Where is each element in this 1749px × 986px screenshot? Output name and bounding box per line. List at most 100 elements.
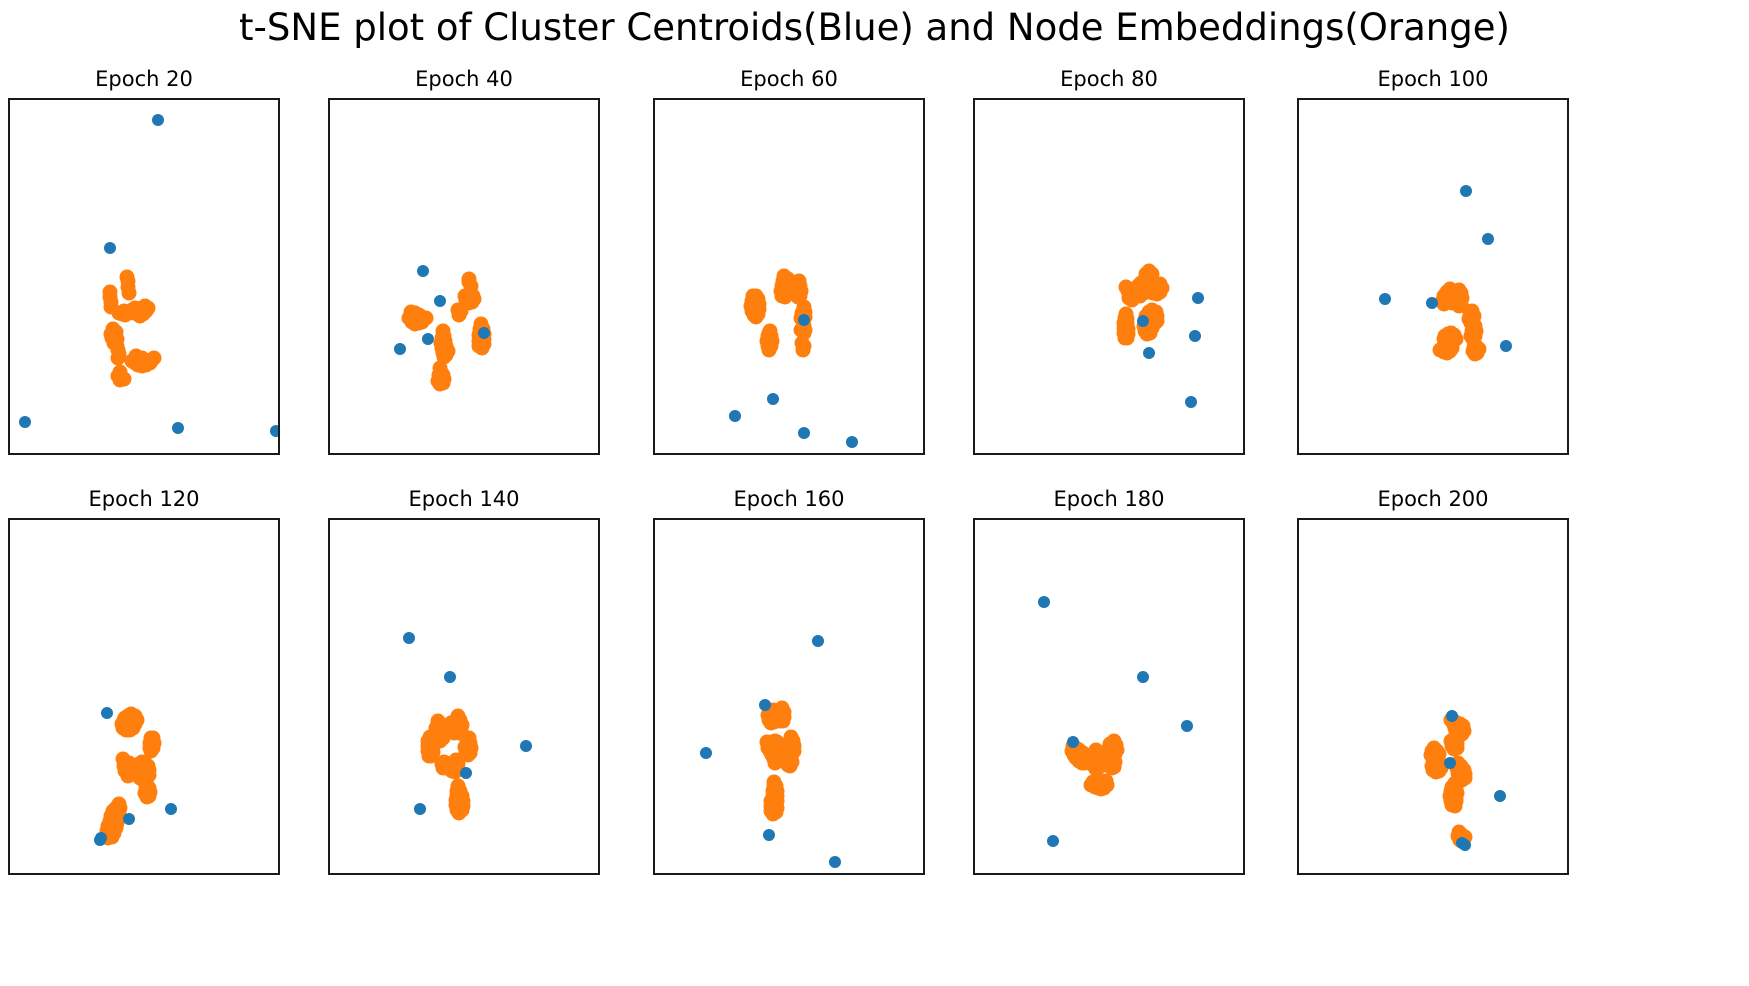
cluster-centroid-point xyxy=(477,327,490,340)
plot-area xyxy=(328,98,600,455)
plot-area xyxy=(973,98,1245,455)
cluster-centroid-point xyxy=(460,767,472,780)
node-embedding-point xyxy=(102,284,118,300)
subplot-epoch-180: Epoch 180 xyxy=(973,487,1245,875)
plot-area xyxy=(973,518,1245,875)
cluster-centroid-point xyxy=(1137,671,1150,684)
cluster-centroid-point xyxy=(1426,296,1439,309)
node-embedding-point xyxy=(769,800,785,816)
cluster-centroid-point xyxy=(18,415,31,428)
node-embedding-point xyxy=(761,325,777,341)
cluster-centroid-point xyxy=(1379,293,1392,306)
cluster-centroid-point xyxy=(403,631,416,644)
node-embedding-point xyxy=(125,720,141,736)
figure-title: t-SNE plot of Cluster Centroids(Blue) an… xyxy=(239,6,1510,49)
cluster-centroid-point xyxy=(828,856,841,868)
subplot-title: Epoch 80 xyxy=(1060,67,1158,91)
node-embedding-point xyxy=(1466,339,1482,355)
cluster-centroid-point xyxy=(1038,596,1051,609)
node-embedding-point xyxy=(1073,748,1089,764)
subplot-title: Epoch 20 xyxy=(95,67,193,91)
node-embedding-point xyxy=(795,342,811,358)
cluster-centroid-point xyxy=(699,746,712,759)
node-embedding-point xyxy=(1117,310,1133,326)
node-embedding-point xyxy=(1462,306,1478,322)
node-embedding-point xyxy=(459,734,475,750)
node-embedding-point xyxy=(449,783,465,799)
node-embedding-point xyxy=(1087,744,1103,760)
cluster-centroid-point xyxy=(413,803,426,816)
node-embedding-point xyxy=(772,702,788,718)
node-embedding-point xyxy=(1464,323,1480,339)
cluster-centroid-point xyxy=(1180,720,1193,733)
node-embedding-point xyxy=(1424,758,1440,774)
subplot-epoch-80: Epoch 80 xyxy=(973,67,1245,455)
cluster-centroid-point xyxy=(421,333,434,346)
node-embedding-point xyxy=(106,810,122,826)
cluster-centroid-point xyxy=(152,113,165,126)
cluster-centroid-point xyxy=(172,421,185,434)
cluster-centroid-point xyxy=(1494,789,1507,802)
node-embedding-point xyxy=(1085,774,1101,790)
cluster-centroid-point xyxy=(434,295,447,308)
cluster-centroid-point xyxy=(1189,329,1202,342)
subplot-title: Epoch 200 xyxy=(1377,487,1489,511)
cluster-centroid-point xyxy=(812,635,825,648)
cluster-centroid-point xyxy=(417,265,430,278)
cluster-centroid-point xyxy=(729,409,742,422)
node-embedding-point xyxy=(788,276,804,292)
subplot-epoch-200: Epoch 200 xyxy=(1297,487,1569,875)
node-embedding-point xyxy=(1444,779,1460,795)
subplot-epoch-140: Epoch 140 xyxy=(328,487,600,875)
node-embedding-point xyxy=(121,285,137,301)
node-embedding-point xyxy=(781,735,797,751)
node-embedding-point xyxy=(451,307,467,323)
node-embedding-point xyxy=(1124,292,1140,308)
cluster-centroid-point xyxy=(762,828,775,841)
subplot-title: Epoch 100 xyxy=(1377,67,1489,91)
cluster-centroid-point xyxy=(1500,339,1513,352)
subplot-epoch-60: Epoch 60 xyxy=(653,67,925,455)
cluster-centroid-point xyxy=(104,242,117,255)
node-embedding-point xyxy=(138,781,154,797)
cluster-centroid-point xyxy=(165,803,178,816)
cluster-centroid-point xyxy=(1066,736,1079,749)
cluster-centroid-point xyxy=(1460,185,1472,198)
plot-area xyxy=(1297,98,1569,455)
cluster-centroid-point xyxy=(797,313,810,326)
cluster-centroid-point xyxy=(520,740,533,753)
node-embedding-point xyxy=(1448,793,1464,809)
cluster-centroid-point xyxy=(1142,347,1155,360)
plot-area xyxy=(8,518,280,875)
plot-area xyxy=(8,98,280,455)
cluster-centroid-point xyxy=(1458,838,1471,851)
node-embedding-point xyxy=(116,371,132,387)
node-embedding-point xyxy=(1424,743,1440,759)
node-embedding-point xyxy=(420,733,436,749)
cluster-centroid-point xyxy=(1481,232,1494,245)
subplot-title: Epoch 180 xyxy=(1053,487,1165,511)
node-embedding-point xyxy=(1436,340,1452,356)
cluster-centroid-point xyxy=(797,427,810,440)
node-embedding-point xyxy=(431,367,447,383)
plot-area xyxy=(653,98,925,455)
subplot-epoch-160: Epoch 160 xyxy=(653,487,925,875)
node-embedding-point xyxy=(116,303,132,319)
subplot-title: Epoch 120 xyxy=(88,487,200,511)
cluster-centroid-point xyxy=(1047,835,1060,848)
plot-area xyxy=(653,518,925,875)
node-embedding-point xyxy=(1101,753,1117,769)
node-embedding-point xyxy=(1443,733,1459,749)
cluster-centroid-point xyxy=(443,671,456,684)
cluster-centroid-point xyxy=(123,813,136,826)
subplot-title: Epoch 40 xyxy=(415,67,513,91)
node-embedding-point xyxy=(1435,292,1451,308)
cluster-centroid-point xyxy=(1137,314,1150,327)
subplot-epoch-120: Epoch 120 xyxy=(8,487,280,875)
cluster-centroid-point xyxy=(270,424,278,437)
cluster-centroid-point xyxy=(1446,709,1459,722)
plot-area xyxy=(328,518,600,875)
node-embedding-point xyxy=(457,288,473,304)
cluster-centroid-point xyxy=(1444,757,1457,770)
node-embedding-point xyxy=(766,778,782,794)
